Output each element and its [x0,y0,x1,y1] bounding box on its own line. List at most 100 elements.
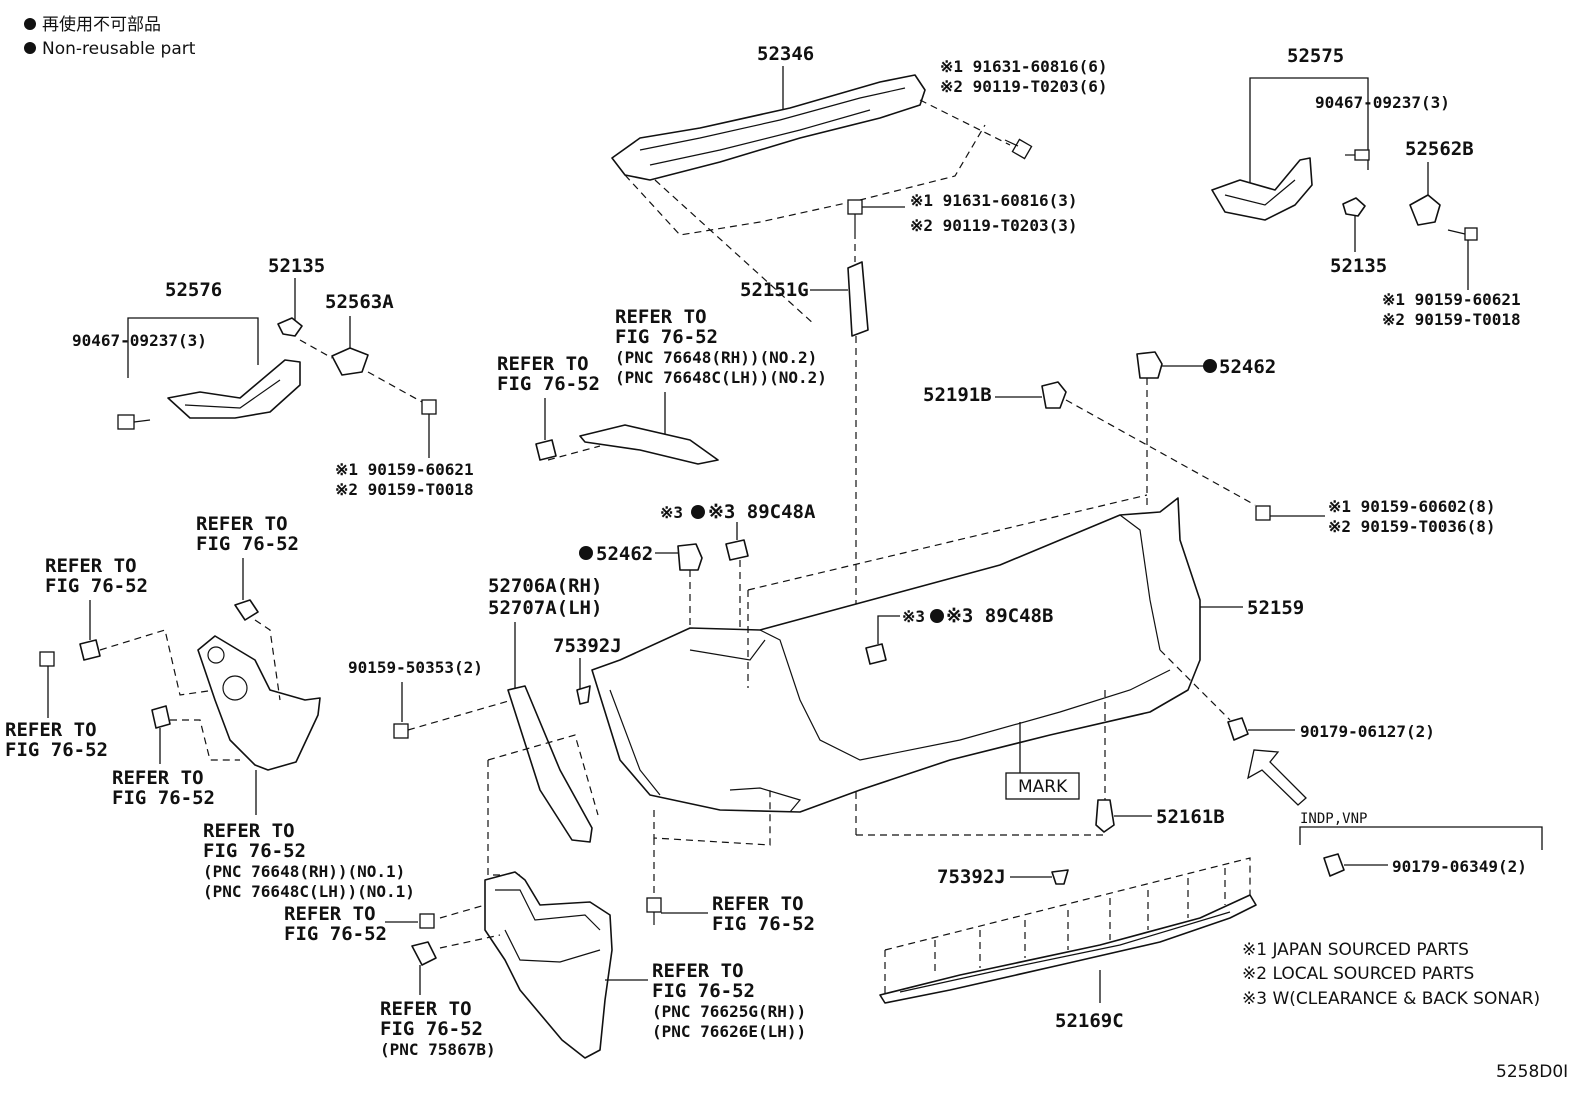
dash-line [367,371,423,403]
dash-line [439,934,501,949]
part-52462-pad-top[interactable] [1136,351,1163,379]
refer-label-h: REFER TO [652,960,744,982]
arrow-indicator-icon [1247,749,1307,806]
part-mud-guard-upper[interactable] [197,635,321,771]
part-75392J-clip-b[interactable] [1051,869,1069,885]
refer-fig-c: FIG 76-52 [45,575,148,597]
part-52462-pad-mid[interactable] [677,543,703,571]
non-reusable-mark-icon [930,609,944,623]
label-52191B: 52191B [923,384,992,406]
label-90159-T0036: ※2 90159-T0036(8) [1328,517,1496,536]
non-reusable-bullet-icon [24,42,36,54]
refer-label-a: REFER TO [497,353,589,375]
dash-line [884,857,1251,951]
refer-fig-i: FIG 76-52 [712,913,815,935]
label-90467-09237-left: 90467-09237(3) [72,331,207,350]
part-52706A-side-seal[interactable] [507,685,593,843]
dash-line [99,629,216,696]
part-52159-rear-bumper-cover[interactable] [591,497,1201,813]
label-89C48A: ※3 89C48A [708,501,816,523]
note-clearance-sonar: ※3 W(CLEARANCE & BACK SONAR) [1242,989,1540,1009]
dash-line [170,719,240,761]
bolt-91631-60816-6[interactable] [1004,138,1033,160]
label-52346-bolt-local: ※2 90119-T0203(6) [940,77,1108,96]
clip-52135-left[interactable] [277,317,303,337]
bolt-91631-60816-3[interactable] [847,199,863,232]
clip-refer-a[interactable] [535,439,557,461]
label-90119-T0203-3: ※2 90119-T0203(3) [910,216,1078,235]
part-52151G-bracket[interactable] [847,261,869,337]
label-mark: MARK [1018,777,1068,797]
screw-refer-f[interactable] [419,913,435,929]
part-52576-retainer[interactable] [167,359,301,419]
label-52576: 52576 [165,279,222,301]
label-right-screw-jp: ※1 90159-60621 [1382,290,1521,309]
note-local-sourced: ※2 LOCAL SOURCED PARTS [1242,964,1474,984]
label-pnc-76625G: (PNC 76625G(RH)) [652,1002,806,1021]
dash-line [487,734,599,816]
clip-refer-e[interactable] [151,705,171,729]
non-reusable-mark-icon [579,546,593,560]
part-52191B-bracket[interactable] [1041,381,1067,409]
label-52159: 52159 [1247,597,1304,619]
non-reusable-bullet-icon [24,18,36,30]
clip-52135-right[interactable] [1342,197,1366,217]
label-pnc-76648-no2: (PNC 76648(RH))(NO.2) [615,348,817,367]
dash-line [407,699,513,731]
nut-90179-06349[interactable] [1323,853,1345,877]
nut-90179-06127[interactable] [1227,717,1249,741]
screw-90159-50353[interactable] [393,723,409,739]
part-52563A-retainer[interactable] [331,347,369,376]
refer-label-c: REFER TO [45,555,137,577]
clip-refer-b[interactable] [234,599,259,621]
part-52575-retainer[interactable] [1211,157,1313,221]
dash-line [547,445,601,461]
label-90467-09237-right: 90467-09237(3) [1315,93,1450,112]
part-side-seal-no2[interactable] [579,424,719,465]
label-91631-60816-3: ※1 91631-60816(3) [910,191,1078,210]
label-right-screw-local: ※2 90159-T0018 [1382,310,1521,329]
refer-fig-d: FIG 76-52 [5,739,108,761]
refer-fig-a: FIG 76-52 [497,373,600,395]
label-90179-06349: 90179-06349(2) [1392,857,1527,876]
part-mudflap[interactable] [484,871,613,1059]
refer-fig-b: FIG 76-52 [196,533,299,555]
refer-fig-e: FIG 76-52 [112,787,215,809]
legend: 再使用不可部品 Non-reusable part [24,14,196,59]
leader-line [877,615,900,644]
dash-line [653,790,771,846]
clip-refer-g[interactable] [411,941,437,966]
part-52169C-lower-molding[interactable] [879,894,1257,1004]
legend-text-jp: 再使用不可部品 [42,14,161,35]
label-52346: 52346 [757,43,814,65]
part-52346-absorber[interactable] [611,74,1011,326]
label-52562B: 52562B [1405,138,1474,160]
label-52462-mid: 52462 [596,543,653,565]
bolt-refer-i[interactable] [646,897,662,925]
dash-line [1159,649,1231,721]
screw-90467-left[interactable] [117,414,151,430]
screw-90159-60602[interactable] [1255,505,1271,521]
part-52562B-retainer[interactable] [1409,194,1441,226]
label-indp-vnp: INDP,VNP [1300,811,1367,827]
part-52161B-clip[interactable] [1095,799,1115,833]
screw-refer-d[interactable] [39,651,55,667]
dash-line [747,494,1148,591]
screw-90159-60621-right[interactable] [1447,227,1478,241]
clip-refer-c[interactable] [79,639,101,661]
label-left-screw-jp: ※1 90159-60621 [335,460,474,479]
dash-line [439,904,486,919]
label-89C48B-prefix: ※3 [902,607,925,626]
part-89C48A-sensor-retainer[interactable] [725,539,749,561]
part-75392J-clip-a[interactable] [576,685,591,705]
dash-line [487,760,520,876]
refer-label-i: REFER TO [712,893,804,915]
screw-90467-right[interactable] [1345,149,1370,161]
screw-90159-60621-left[interactable] [421,399,437,415]
part-89C48B-sensor-retainer[interactable] [865,643,887,665]
bracket-indp [1299,826,1543,850]
label-pnc-76626E: (PNC 76626E(LH)) [652,1022,806,1041]
label-52135-right: 52135 [1330,255,1387,277]
dash-line [1065,399,1256,506]
mark-box [1005,772,1080,800]
